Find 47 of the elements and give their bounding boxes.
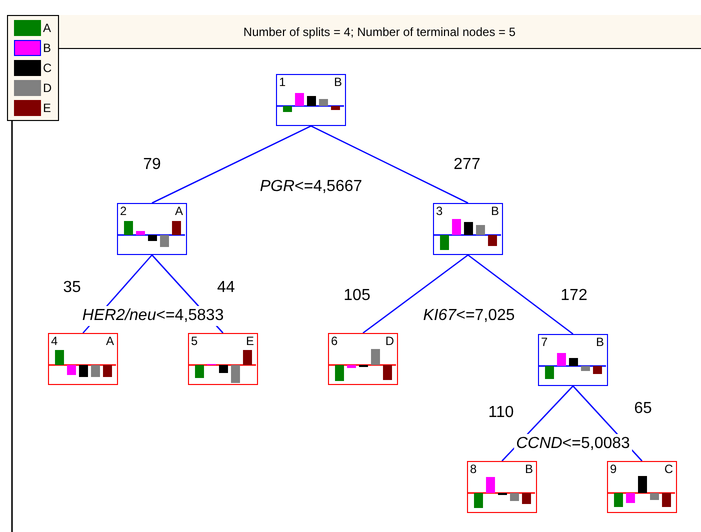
predicted-class: E	[246, 335, 254, 347]
node-number: 5	[191, 335, 198, 347]
terminal-node-box	[48, 333, 118, 385]
predicted-class: C	[664, 463, 673, 475]
node-number: 7	[541, 336, 548, 348]
split-node-box	[538, 334, 608, 386]
predicted-class: A	[174, 205, 183, 217]
node-number: 1	[279, 76, 286, 88]
legend-label: B	[43, 42, 52, 54]
edge-label: 35	[63, 278, 81, 298]
split-condition: CCND<=5,0083	[514, 434, 632, 454]
tree-branch-line	[310, 125, 468, 204]
split-node-box	[433, 203, 503, 255]
predicted-class: D	[385, 335, 394, 347]
predicted-class: B	[524, 463, 533, 475]
legend-label: D	[43, 82, 52, 94]
edge-label: 105	[344, 286, 370, 306]
tree-branch-line	[468, 254, 574, 335]
split-node-box	[117, 203, 187, 255]
predicted-class: A	[106, 335, 114, 347]
tree-branch-line	[152, 125, 312, 204]
chart-title: Number of splits = 4; Number of terminal nodes = 5	[243, 24, 516, 40]
legend-label: A	[43, 22, 52, 34]
tree-branch-line	[362, 254, 468, 334]
edge-label: 79	[143, 155, 161, 175]
terminal-node-box	[467, 461, 537, 513]
edge-label: 44	[217, 278, 235, 298]
legend-label: C	[43, 62, 52, 74]
terminal-node-box	[607, 461, 677, 513]
edge-label: 277	[454, 155, 480, 175]
edge-label: 110	[488, 403, 514, 423]
split-condition: HER2/neu<=4,5833	[80, 306, 226, 326]
node-number: 6	[331, 335, 338, 347]
terminal-node-box	[188, 333, 258, 385]
predicted-class: B	[490, 205, 499, 217]
node-number: 4	[51, 335, 58, 347]
predicted-class: B	[334, 76, 342, 88]
edge-label: 172	[560, 286, 588, 306]
split-node-box	[276, 74, 346, 126]
legend-label: E	[43, 102, 52, 114]
edge-label: 65	[634, 399, 652, 419]
node-number: 2	[120, 205, 127, 217]
node-number: 3	[436, 205, 443, 217]
terminal-node-box	[328, 333, 398, 385]
node-number: 8	[470, 463, 477, 475]
node-number: 9	[610, 463, 617, 475]
predicted-class: B	[596, 336, 604, 348]
